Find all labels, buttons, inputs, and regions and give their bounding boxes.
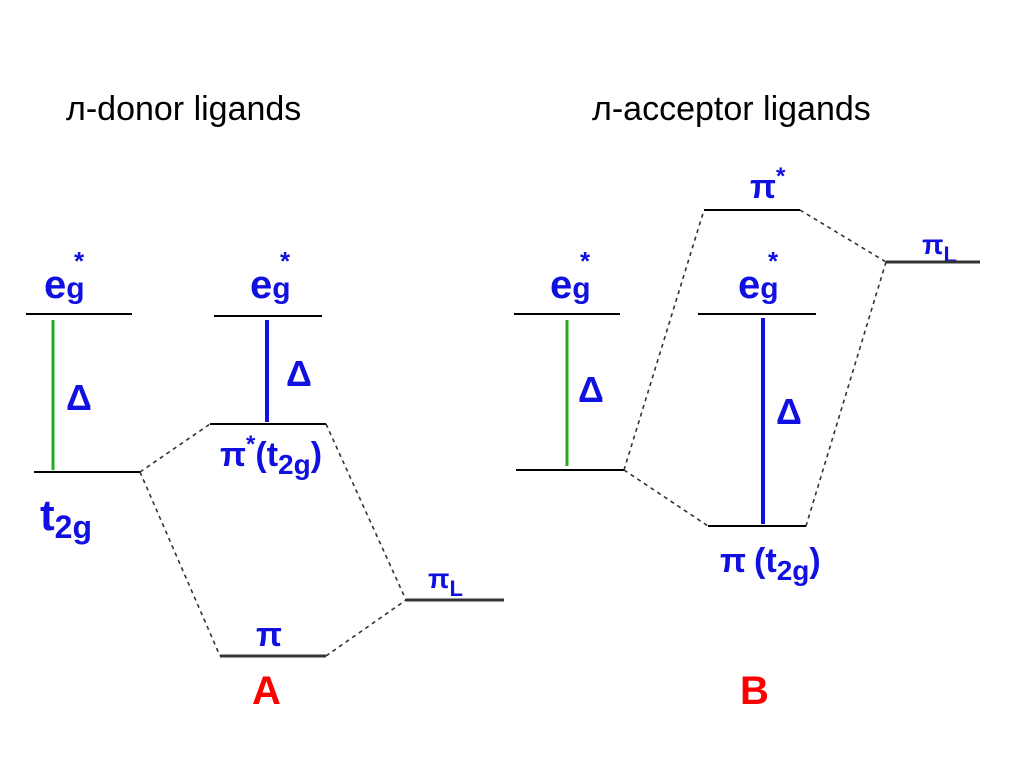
- panel-b: π* πL eg * Δ eg * Δ π(t2g) B: [514, 163, 980, 713]
- title-pi-donor: л-donor ligands: [66, 90, 301, 128]
- dash-pistar-to-piL-b: [799, 209, 887, 263]
- eg-star-metal-b: *: [580, 246, 591, 276]
- panel-label-a: A: [252, 669, 281, 713]
- pi-label-a: π: [256, 616, 282, 654]
- dash-pi-to-piL-a: [325, 599, 407, 657]
- piL-label-a: πL: [428, 563, 463, 601]
- eg-label-metal-a: eg: [44, 263, 85, 307]
- delta-label-metal-a: Δ: [66, 377, 92, 418]
- eg-label-metal-b: eg: [550, 263, 591, 307]
- eg-label-complex-a: eg: [250, 263, 291, 307]
- delta-label-complex-b: Δ: [776, 391, 802, 432]
- delta-label-metal-b: Δ: [578, 369, 604, 410]
- eg-star-metal-a: *: [74, 246, 85, 276]
- eg-star-complex-b: *: [768, 246, 779, 276]
- dash-t2g-to-pi-a: [139, 471, 221, 657]
- pi-star-label-b: π*: [750, 163, 786, 206]
- pi-t2g-label-b: π(t2g): [720, 542, 821, 586]
- pi-star-t2g-label-a: π*(t2g): [220, 431, 322, 480]
- dash-pistar-to-piL-a: [325, 423, 407, 601]
- dash-t2g-to-pistar-a: [139, 423, 211, 473]
- eg-star-complex-a: *: [280, 246, 291, 276]
- eg-label-complex-b: eg: [738, 263, 779, 307]
- dash-pi-to-piL-b: [805, 261, 887, 527]
- dash-t2g-to-pi-b: [623, 469, 709, 527]
- title-pi-acceptor: л-acceptor ligands: [592, 90, 871, 128]
- delta-label-complex-a: Δ: [286, 353, 312, 394]
- t2g-label-metal-a: t2g: [40, 491, 92, 545]
- panel-a: eg * Δ t2g eg * Δ π*(t2g) π A πL: [26, 246, 504, 713]
- dash-t2g-to-pistar-b: [623, 209, 705, 471]
- panel-label-b: B: [740, 669, 769, 713]
